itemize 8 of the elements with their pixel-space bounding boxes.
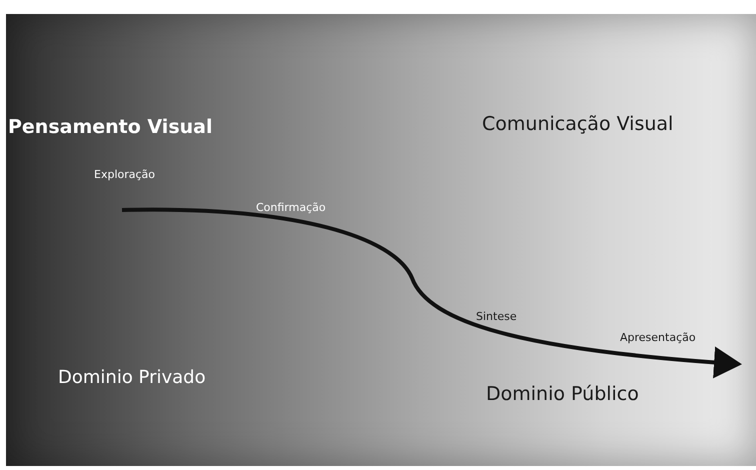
domain-label: Dominio Público <box>486 383 639 405</box>
stage-label: Sintese <box>476 310 517 323</box>
heading: Pensamento Visual <box>8 116 212 138</box>
stage-label: Exploração <box>94 168 156 181</box>
stage-label: Confirmação <box>256 201 326 214</box>
heading: Comunicação Visual <box>482 113 674 135</box>
domain-label: Dominio Privado <box>58 367 206 388</box>
stage-label: Apresentação <box>620 331 696 344</box>
